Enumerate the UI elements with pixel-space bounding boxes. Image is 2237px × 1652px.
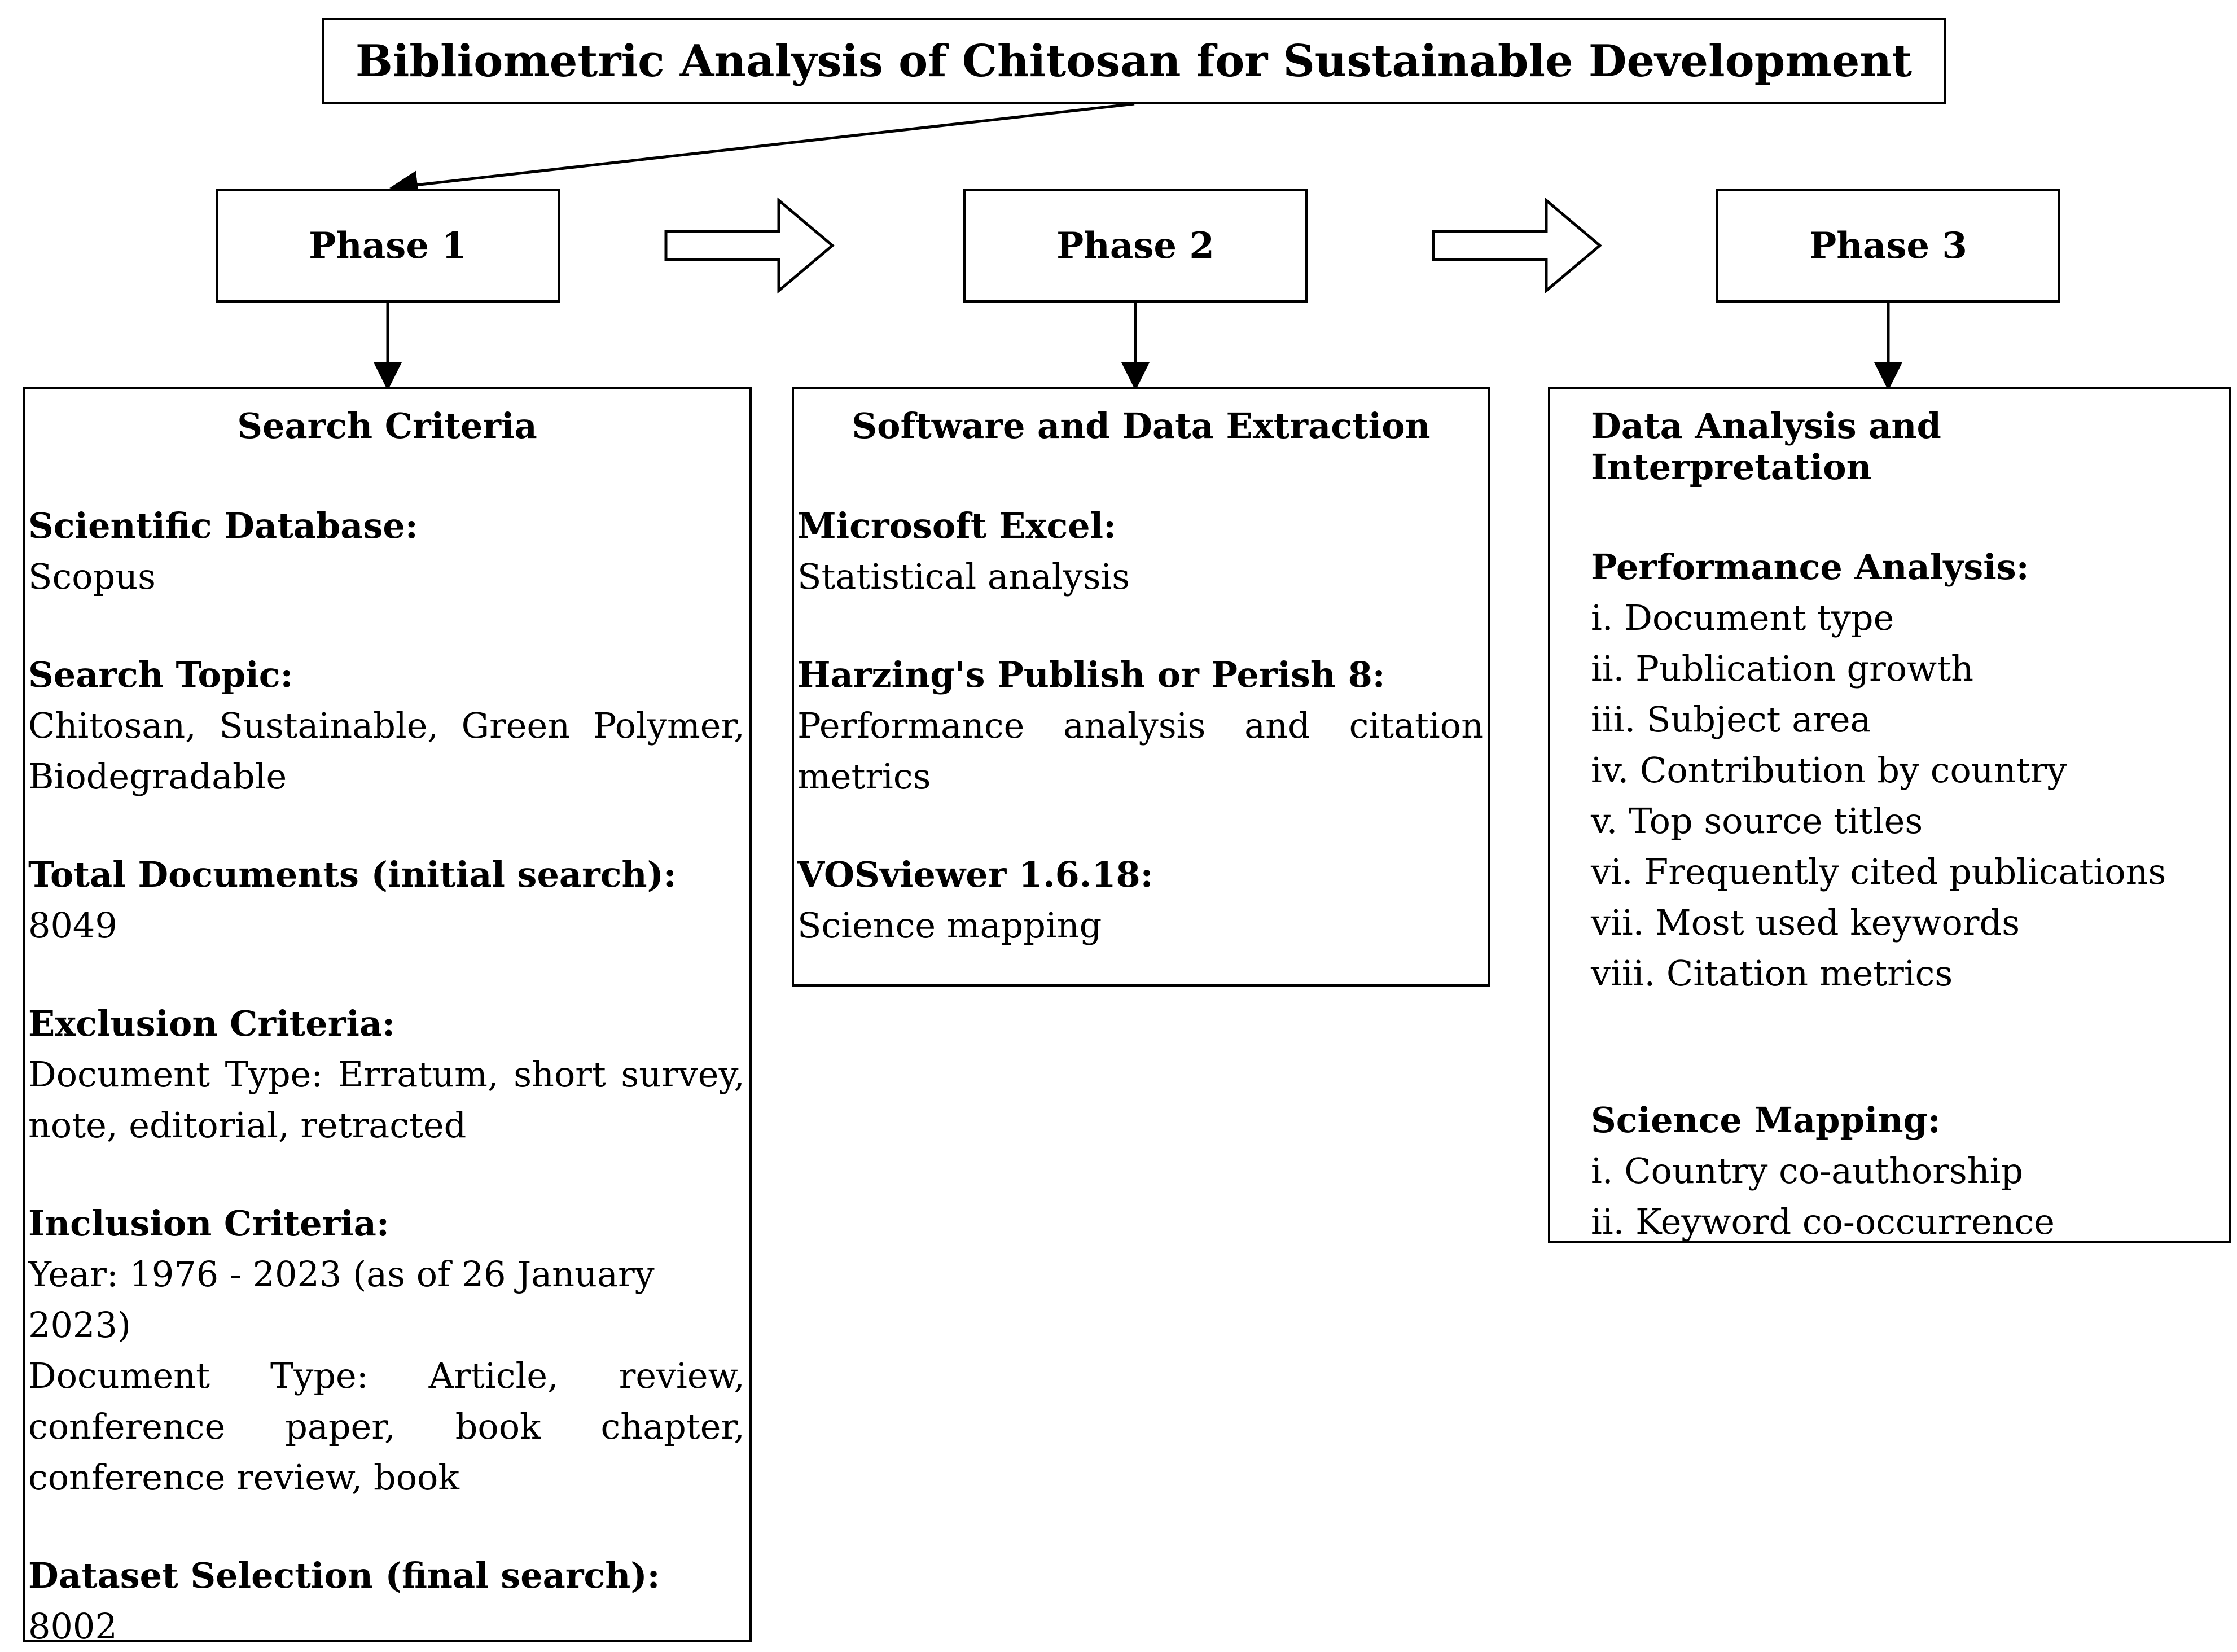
search-criteria-heading: Search Criteria: [237, 405, 537, 446]
database-title: Scientific Database:: [28, 505, 418, 546]
excel-section: Microsoft Excel: Statistical analysis: [797, 501, 1484, 602]
vosviewer-value: Science mapping: [797, 905, 1102, 946]
vosviewer-title: VOSviewer 1.6.18:: [797, 854, 1153, 895]
excel-title: Microsoft Excel:: [797, 505, 1116, 546]
phase2-to-phase3-block-arrow: [1432, 197, 1602, 294]
mapping-section: Science Mapping: i. Country co-authorshi…: [1591, 1095, 2229, 1247]
performance-item: vi. Frequently cited publications: [1591, 851, 2166, 892]
topic-value: Chitosan, Sustainable, Green Polymer, Bi…: [28, 705, 745, 797]
phase1-box: Phase 1: [216, 189, 560, 303]
database-section: Scientific Database: Scopus: [28, 501, 745, 602]
total-documents-section: Total Documents (initial search): 8049: [28, 849, 745, 951]
title-to-phase1-arrow: [389, 102, 1135, 199]
phase2-label: Phase 2: [1056, 224, 1214, 267]
performance-section: Performance Analysis: i. Document type i…: [1591, 542, 2229, 999]
excel-value: Statistical analysis: [797, 556, 1130, 597]
topic-section: Search Topic: Chitosan, Sustainable, Gre…: [28, 650, 745, 802]
inclusion-year: Year: 1976 - 2023 (as of 26 January 2023…: [28, 1254, 655, 1346]
vosviewer-section: VOSviewer 1.6.18: Science mapping: [797, 849, 1484, 951]
performance-item: viii. Citation metrics: [1591, 953, 1953, 994]
analysis-heading: Data Analysis and Interpretation: [1591, 405, 1941, 488]
phase3-box: Phase 3: [1716, 189, 2060, 303]
database-value: Scopus: [28, 556, 156, 597]
publish-or-perish-value: Performance analysis and citation metric…: [797, 705, 1484, 797]
mapping-title: Science Mapping:: [1591, 1099, 1941, 1141]
phase1-to-phase2-block-arrow: [664, 197, 835, 294]
software-heading: Software and Data Extraction: [852, 405, 1431, 446]
search-criteria-panel: Search Criteria Scientific Database: Sco…: [23, 387, 752, 1647]
inclusion-title: Inclusion Criteria:: [28, 1203, 389, 1244]
performance-title: Performance Analysis:: [1591, 546, 2029, 588]
mapping-item: i. Country co-authorship: [1591, 1150, 2024, 1191]
dataset-value: 8002: [28, 1606, 117, 1647]
publish-or-perish-section: Harzing's Publish or Perish 8: Performan…: [797, 650, 1484, 802]
total-documents-title: Total Documents (initial search):: [28, 854, 677, 895]
performance-item: ii. Publication growth: [1591, 648, 1974, 689]
exclusion-title: Exclusion Criteria:: [28, 1003, 396, 1044]
performance-item: i. Document type: [1591, 597, 1894, 638]
analysis-panel: Data Analysis and Interpretation Perform…: [1548, 387, 2231, 1243]
diagram-title-box: Bibliometric Analysis of Chitosan for Su…: [322, 18, 1946, 104]
performance-item: iv. Contribution by country: [1591, 750, 2067, 791]
exclusion-value: Document Type: Erratum, short survey, no…: [28, 1054, 745, 1146]
inclusion-type: Document Type: Article, review, conferen…: [28, 1355, 745, 1498]
exclusion-section: Exclusion Criteria: Document Type: Errat…: [28, 998, 745, 1151]
software-panel: Software and Data Extraction Microsoft E…: [792, 387, 1490, 987]
performance-item: vii. Most used keywords: [1591, 902, 2020, 943]
topic-title: Search Topic:: [28, 654, 293, 695]
publish-or-perish-title: Harzing's Publish or Perish 8:: [797, 654, 1385, 695]
performance-item: iii. Subject area: [1591, 699, 1871, 740]
total-documents-value: 8049: [28, 905, 117, 946]
dataset-title: Dataset Selection (final search):: [28, 1555, 660, 1596]
inclusion-section: Inclusion Criteria: Year: 1976 - 2023 (a…: [28, 1198, 745, 1503]
diagram-title: Bibliometric Analysis of Chitosan for Su…: [355, 35, 1913, 87]
performance-item: v. Top source titles: [1591, 800, 1923, 842]
mapping-item: ii. Keyword co-occurrence: [1591, 1201, 2055, 1242]
phase3-label: Phase 3: [1809, 224, 1967, 267]
phase2-box: Phase 2: [963, 189, 1308, 303]
dataset-section: Dataset Selection (final search): 8002: [28, 1550, 745, 1652]
phase1-label: Phase 1: [309, 224, 467, 267]
